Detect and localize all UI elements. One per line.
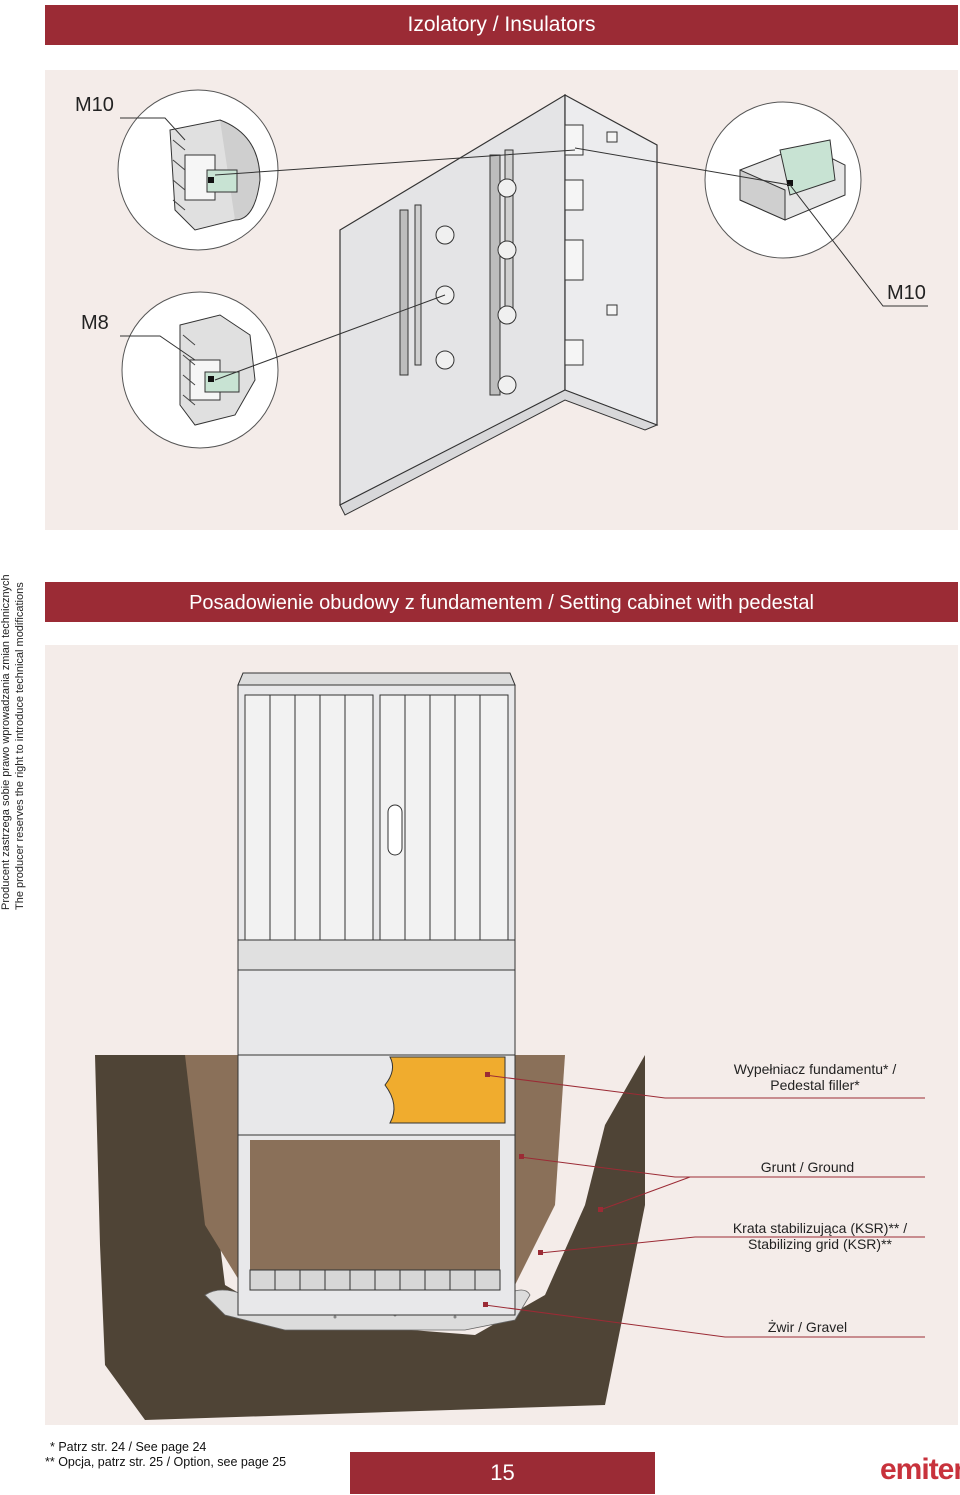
insulators-illustration [117, 89, 928, 516]
cabinet-back-plate [339, 93, 659, 516]
emiter-logo: emiter® [880, 1453, 960, 1486]
header-bar: Izolatory / Insulators [45, 5, 958, 45]
page-number: 15 [350, 1452, 655, 1494]
label-grid: Krata stabilizująca (KSR)** / Stabilizin… [732, 1220, 908, 1252]
detail-circle-m10-right [704, 101, 862, 259]
soil-dark [95, 1055, 645, 1420]
label-filler: Wypełniacz fundamentu* / Pedestal filler… [733, 1061, 897, 1093]
label-gravel: Żwir / Gravel [767, 1319, 848, 1335]
leader-filler [484, 1074, 925, 1099]
side-note: Producent zastrzega sobie prawo wprowadz… [0, 574, 26, 910]
leader-m10-left [120, 117, 186, 141]
side-note-line1: Producent zastrzega sobie prawo wprowadz… [0, 574, 12, 910]
section-title: Posadowienie obudowy z fundamentem / Set… [189, 592, 814, 614]
label-m10-right: M10 [887, 282, 926, 304]
pedestal-illustration [95, 672, 925, 1420]
leader-gravel [484, 1304, 925, 1338]
detail-circle-m10-left [117, 89, 279, 251]
label-ground: Grunt / Ground [760, 1159, 855, 1175]
pedestal-panel: Wypełniacz fundamentu* / Pedestal filler… [45, 645, 958, 1425]
pedestal-filler [384, 1056, 506, 1124]
footnote-1: * Patrz str. 24 / See page 24 [50, 1440, 207, 1454]
leader-grid [539, 1236, 925, 1254]
header-title: Izolatory / Insulators [407, 13, 596, 36]
label-m10-left: M10 [75, 94, 114, 116]
side-note-line2: The producer reserves the right to intro… [14, 582, 26, 910]
section-bar: Posadowienie obudowy z fundamentem / Set… [45, 582, 958, 622]
footnote-2: ** Opcja, patrz str. 25 / Option, see pa… [45, 1455, 287, 1469]
leader-m8 [120, 335, 196, 361]
leader-m10-right [574, 147, 928, 307]
label-m8: M8 [81, 312, 109, 334]
insulators-panel: M10 M8 M10 [45, 70, 958, 530]
cabinet [237, 672, 516, 1316]
detail-circle-m8 [121, 291, 279, 449]
